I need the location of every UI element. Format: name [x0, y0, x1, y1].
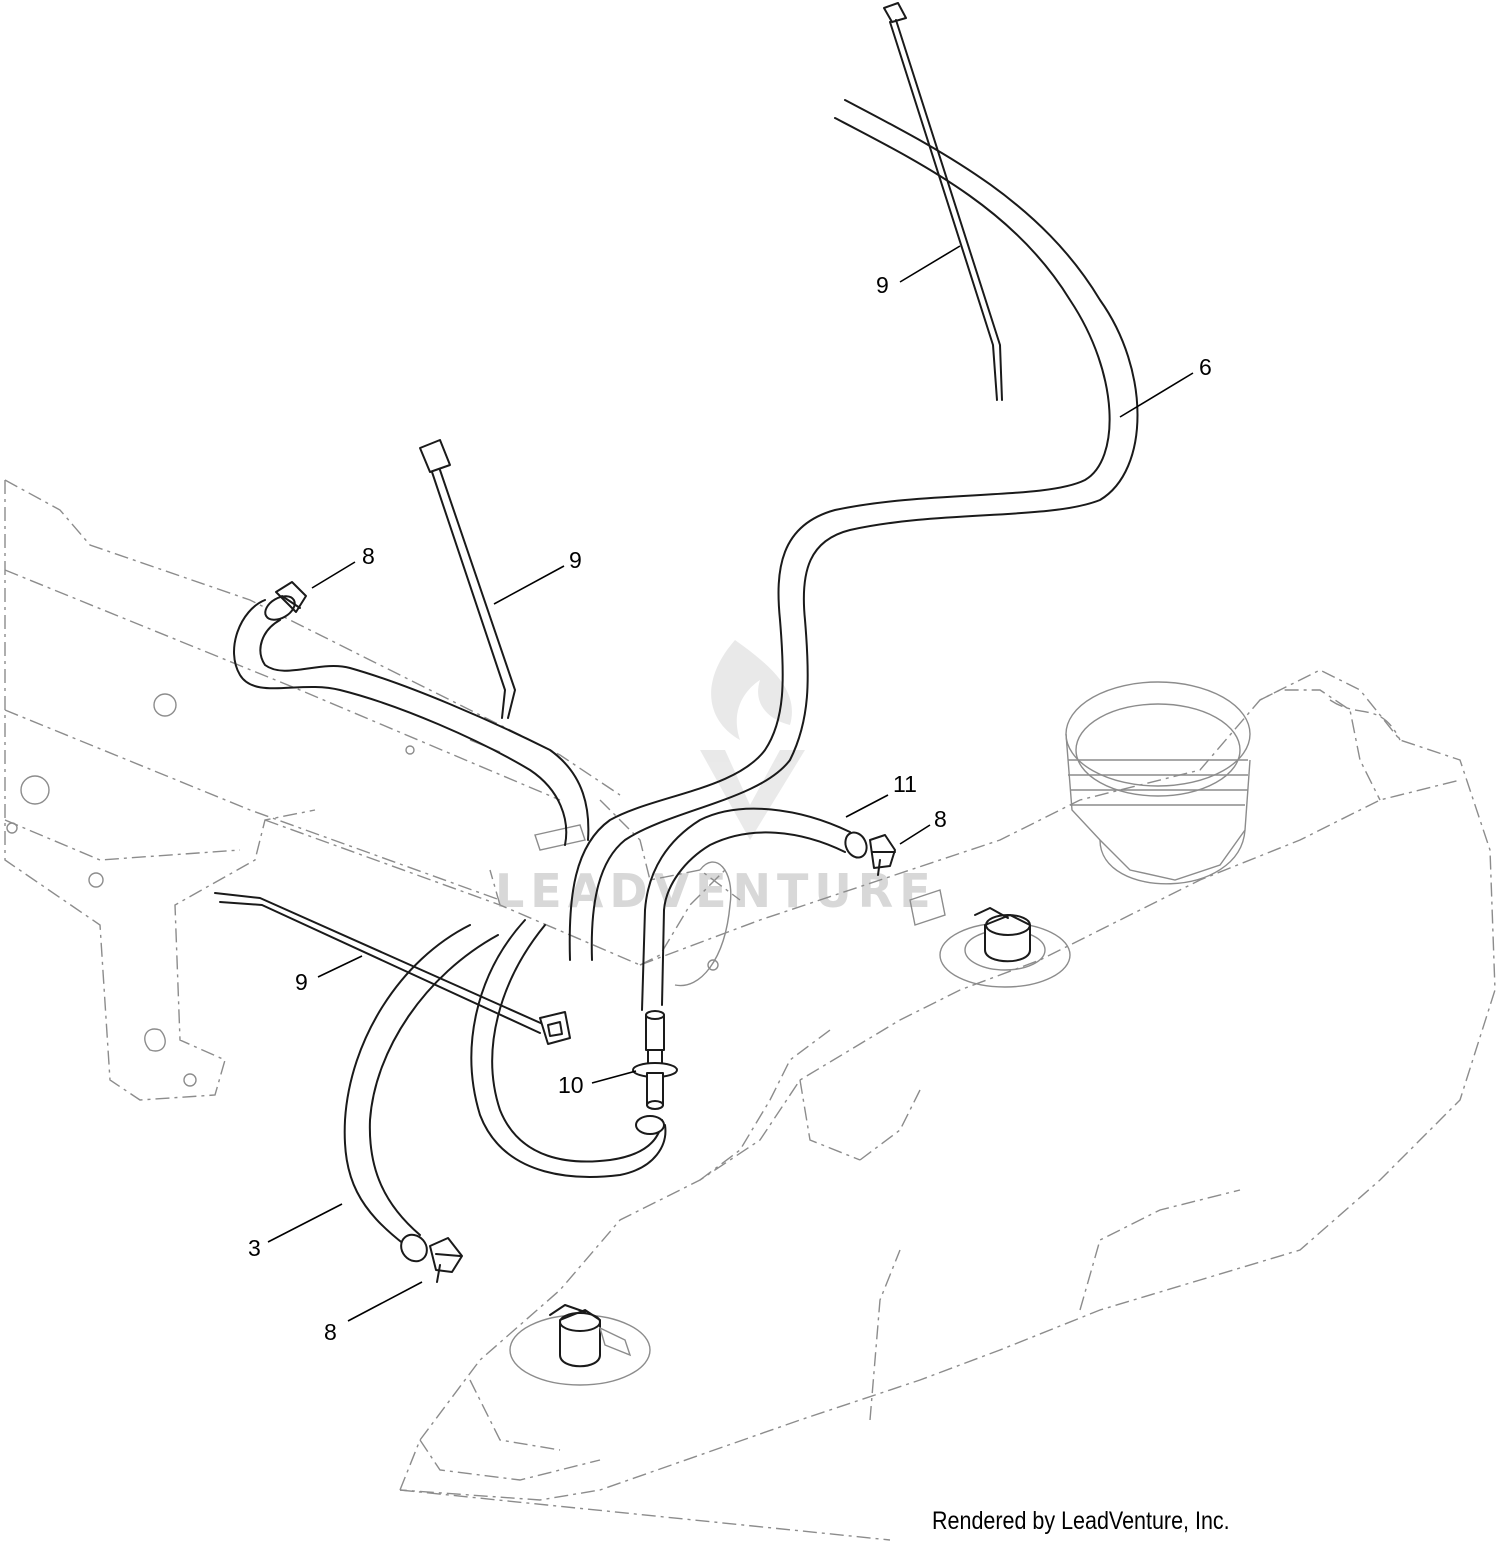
cable-tie-top — [883, 2, 1003, 401]
callout-3: 3 — [248, 1235, 261, 1261]
frame-phantom — [4, 479, 741, 1101]
callout-11: 11 — [893, 771, 917, 797]
hose-3 — [343, 924, 499, 1283]
leader-lines — [267, 245, 1194, 1322]
callout-9-left: 9 — [295, 969, 308, 995]
watermark-logo — [700, 640, 805, 840]
hose-clamp-upper-left — [233, 581, 590, 846]
fuel-tank-phantom — [399, 669, 1496, 1541]
callout-8-bottom: 8 — [324, 1319, 337, 1345]
hose-lower-u — [470, 919, 667, 1178]
callout-10: 10 — [558, 1072, 584, 1098]
callout-9-top: 9 — [876, 272, 889, 298]
render-credit: Rendered by LeadVenture, Inc. — [932, 1507, 1230, 1535]
callout-6: 6 — [1199, 354, 1212, 380]
callout-8-right: 8 — [934, 806, 947, 832]
cable-tie-middle — [419, 439, 516, 719]
hose-11 — [641, 807, 896, 1011]
callout-9-middle: 9 — [569, 547, 582, 573]
cable-tie-left — [214, 892, 571, 1045]
check-valve-10 — [632, 1010, 678, 1110]
callout-8-upper-left: 8 — [362, 543, 375, 569]
watermark-text: LEADVENTURE — [495, 864, 937, 918]
vent-hose-6 — [568, 99, 1139, 961]
